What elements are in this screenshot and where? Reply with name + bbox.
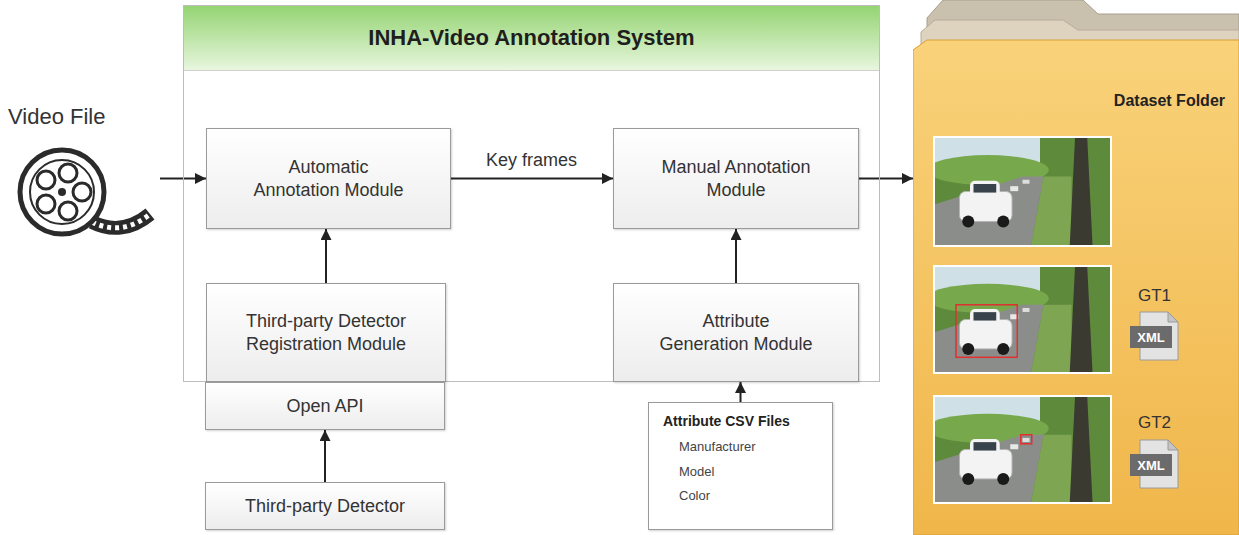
box-label: Open API	[286, 395, 363, 418]
file-box: Attribute CSV FilesManufacturerModelColo…	[648, 402, 833, 530]
process-box: Third-party Detector Registration Module	[206, 283, 446, 382]
photo	[926, 136, 1112, 247]
photo-content	[935, 267, 1110, 372]
file-tag	[1130, 326, 1172, 348]
source-label: Video File	[8, 104, 160, 130]
photo-car-wheel	[962, 215, 974, 227]
film-strip-holes	[92, 214, 150, 228]
video-source: Video File	[0, 100, 160, 245]
process-box: Attribute Generation Module	[613, 283, 859, 382]
box-label: Third-party Detector Registration Module	[224, 310, 429, 355]
edge-label: Key frames	[483, 150, 580, 171]
photo-car-window	[974, 184, 997, 193]
reel-hole	[37, 195, 55, 213]
dataset-folder: Dataset Folder	[913, 0, 1239, 535]
photo-car-roof	[970, 439, 1000, 455]
photo-far-car	[1023, 308, 1030, 312]
photo-far-car	[1023, 180, 1030, 184]
process-box: Automatic Annotation Module	[206, 128, 451, 229]
photo-verge	[1031, 177, 1071, 245]
reel-hole	[59, 164, 77, 182]
photo-far-car	[1023, 438, 1030, 442]
photo-car-wheel	[962, 343, 974, 355]
photo-foliage	[935, 267, 1110, 372]
flow-arrow	[451, 178, 613, 180]
detection-box	[1021, 435, 1032, 444]
flow-arrow	[740, 382, 742, 402]
reel-hole	[73, 183, 91, 201]
xml-file-icon	[1130, 312, 1178, 360]
photo-trees	[935, 414, 1049, 443]
reel-hole	[37, 171, 55, 189]
photo-frame	[933, 265, 1112, 374]
photo-road	[935, 305, 1044, 372]
flow-arrow	[735, 229, 737, 283]
folder-outline	[913, 0, 1239, 535]
file-type-tag: XML	[1130, 454, 1172, 476]
photo-car-wheel	[997, 343, 1009, 355]
photo-frame	[933, 136, 1112, 247]
photo-car-wheel	[997, 215, 1009, 227]
folder-front	[913, 40, 1239, 535]
photo-car-window	[974, 442, 997, 450]
box-label: Manual Annotation Module	[656, 156, 816, 201]
photo-foliage	[935, 138, 1110, 245]
photo-road	[935, 177, 1044, 245]
photo-car-window	[974, 312, 997, 320]
flow-arrow	[859, 178, 913, 180]
reel-rim	[20, 150, 104, 234]
detection-box	[956, 305, 1017, 358]
folder-title: Dataset Folder	[913, 92, 1239, 110]
flow-arrow	[324, 430, 326, 482]
film-reel-icon	[20, 150, 150, 234]
file-type-tag: XML	[1130, 326, 1172, 348]
flow-arrow	[325, 229, 327, 283]
ground-truth-label: GT1	[1138, 286, 1171, 306]
file-fold	[1168, 312, 1178, 322]
detector-box: Third-party Detector	[205, 482, 445, 530]
box-label: Automatic Annotation Module	[249, 156, 409, 201]
photo-frame	[933, 395, 1112, 504]
photo-far-car	[1010, 186, 1018, 191]
attribute-item: Manufacturer	[663, 435, 824, 460]
file-heading: Attribute CSV Files	[663, 413, 824, 429]
photo	[926, 395, 1112, 504]
photo	[926, 265, 1112, 374]
film-strip	[92, 214, 150, 228]
photo-trunk	[1070, 138, 1093, 245]
photo-car-wheel	[962, 473, 974, 485]
file-tag	[1130, 454, 1172, 476]
reel-hub	[58, 188, 66, 196]
attribute-item: Color	[663, 484, 824, 509]
photo-foliage	[935, 397, 1110, 502]
attribute-item: Model	[663, 460, 824, 485]
reel-inner-rim	[30, 160, 94, 224]
process-box: Manual Annotation Module	[613, 128, 859, 229]
photo-trunk	[1070, 267, 1093, 372]
photo-trunk	[1070, 397, 1093, 502]
photo-car-roof	[970, 181, 1000, 197]
file-fold	[1168, 440, 1178, 450]
system-title: INHA-Video Annotation System	[184, 6, 879, 71]
box-label: Attribute Generation Module	[656, 310, 816, 355]
photo-car-wheel	[997, 473, 1009, 485]
photo-content	[935, 397, 1110, 502]
box-label: Third-party Detector	[245, 495, 405, 518]
photo-far-car	[1010, 444, 1018, 449]
ground-truth-label: GT2	[1138, 413, 1171, 433]
reel-hole	[59, 202, 77, 220]
system-box: INHA-Video Annotation SystemAutomatic An…	[183, 5, 880, 382]
photo-content	[935, 138, 1110, 245]
photo-verge	[1031, 435, 1071, 502]
photo-verge	[1031, 305, 1071, 372]
api-box: Open API	[205, 382, 445, 430]
photo-road	[935, 435, 1044, 502]
photo-car-roof	[970, 309, 1000, 325]
xml-file-icon	[1130, 440, 1178, 488]
